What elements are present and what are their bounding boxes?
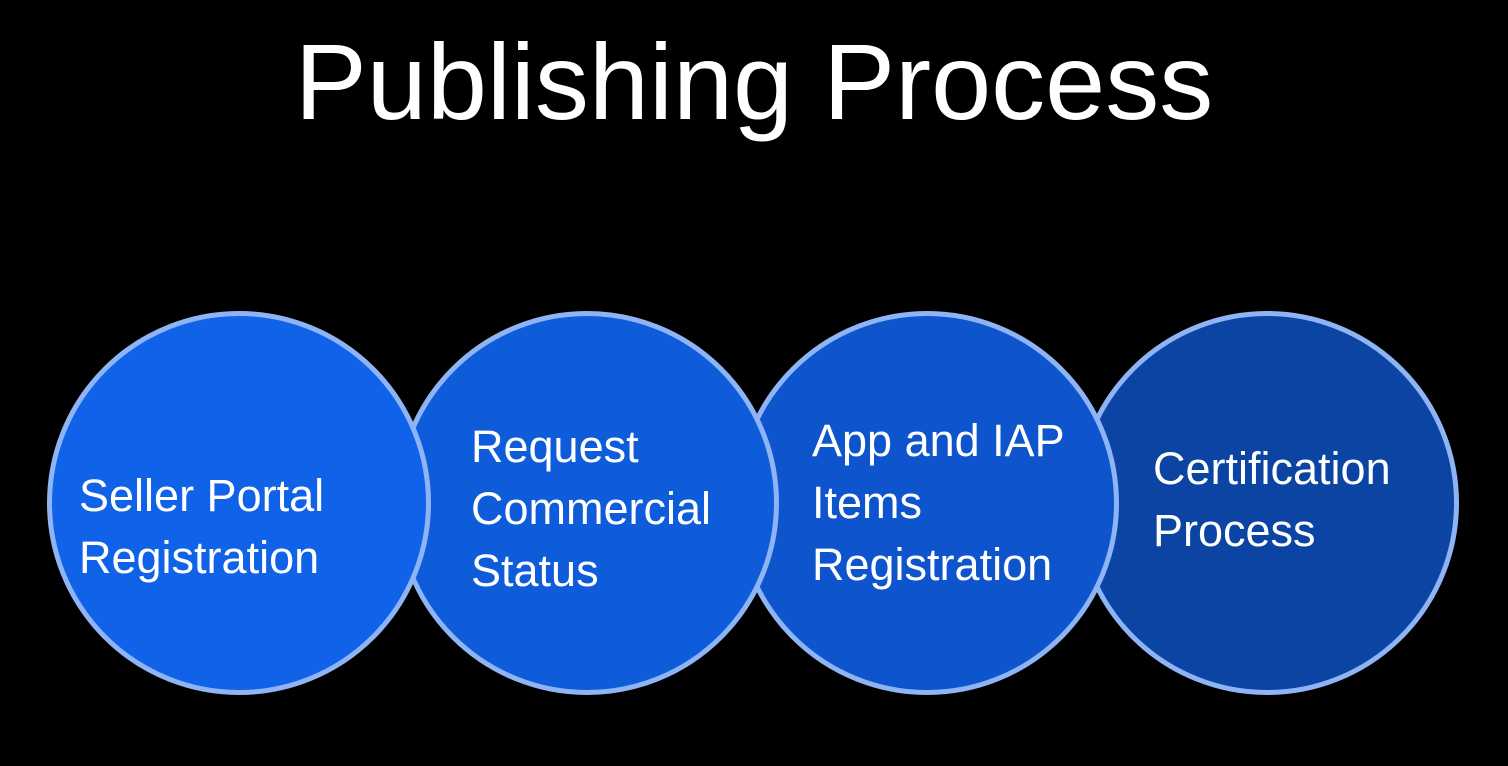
step-label-4: Certification Process [1153,443,1391,556]
step-label-3: App and IAP Items Registration [812,415,1065,590]
step-circle-3 [735,311,1119,695]
step-circle-4 [1075,311,1459,695]
step-label-1: Seller Portal Registration [79,470,325,583]
page-title: Publishing Process [294,21,1214,142]
step-circle-1 [47,311,431,695]
step-label-2: Request Commercial Status [471,421,712,596]
